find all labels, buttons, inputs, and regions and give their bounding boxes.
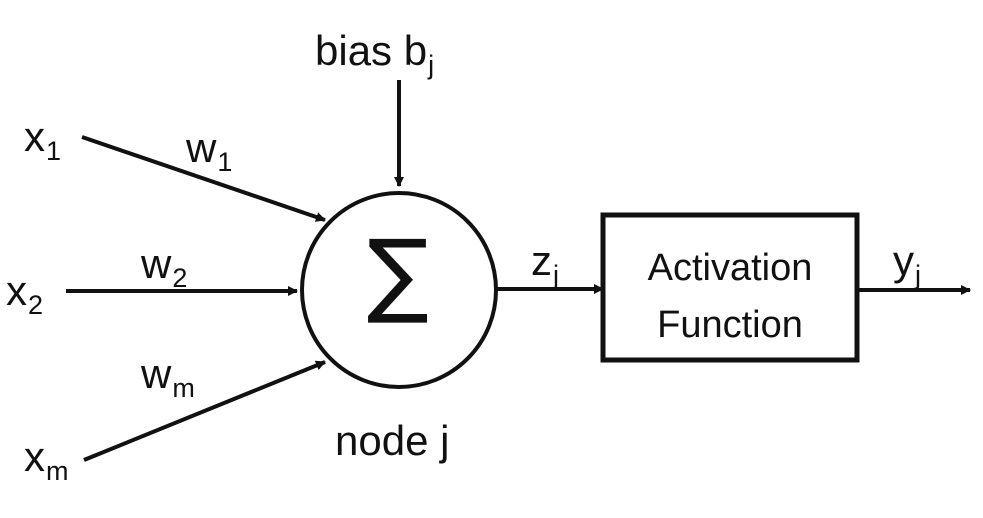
input-label-x2: x2 [6,267,44,320]
bias-label: bias bj [315,27,435,80]
z-label: zj [531,237,559,290]
summation-symbol: ∑ [367,220,429,327]
input-m-arrow [83,360,326,462]
input-label-xm: xm [24,433,69,486]
node-label: node j [335,417,450,464]
input-label-x1: x1 [24,113,62,166]
weight-label-w1: w1 [186,124,233,177]
input-1-arrow [81,135,326,222]
activation-function-box [600,212,860,363]
output-label-y: yj [893,237,921,290]
activation-function-text: Activation Function [606,240,854,354]
activation-line-1: Activation [647,247,813,289]
activation-line-2: Function [657,304,803,346]
weight-label-wm: wm [141,350,195,403]
weight-label-w2: w2 [141,240,188,293]
